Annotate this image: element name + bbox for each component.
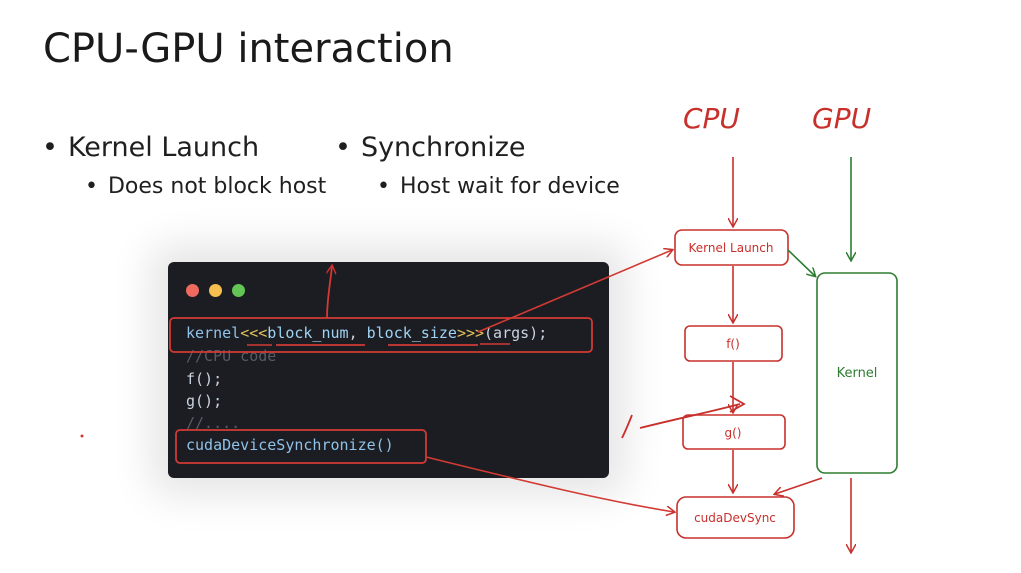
highlight-sync-line (175, 429, 427, 464)
code-token-kernel: kernel (186, 324, 241, 342)
code-token-block-num: block_num (267, 324, 349, 342)
box-g-label: g() (725, 426, 742, 440)
slide-title: CPU-GPU interaction (43, 26, 454, 72)
code-token-close: >>> (456, 324, 485, 342)
code-token-args: (args); (484, 324, 548, 342)
arrow-up-from-kernel (326, 266, 332, 319)
bullet-kernel-launch-sub: • Does not block host (85, 174, 326, 199)
code-token-open: <<< (240, 324, 268, 342)
code-line-kernel-launch: kernel<<<block_num, block_size>>>(args); (186, 324, 547, 342)
box-f-label: f() (726, 337, 740, 351)
arrow-launch-to-kernel (787, 249, 815, 276)
box-kernel-label: Kernel (837, 366, 878, 381)
close-dot-icon (186, 284, 199, 297)
maximize-dot-icon (232, 284, 245, 297)
box-kernel-launch-label: Kernel Launch (689, 241, 774, 255)
code-token-sep: , (348, 324, 367, 342)
bullet-kernel-launch: • Kernel Launch (42, 132, 259, 163)
arrow-kernel-to-launch (477, 250, 672, 333)
gpu-label: GPU (812, 102, 871, 135)
scribble-wait-arrow (621, 395, 746, 439)
code-token-block-size: block_size (366, 324, 457, 342)
box-kernel (816, 272, 898, 474)
code-line-g: g(); (186, 392, 223, 410)
bullet-synchronize-sub-text: Host wait for device (399, 174, 620, 199)
cpu-label: CPU (683, 102, 740, 135)
bullet-dot: • (335, 132, 351, 163)
bullet-dot: • (85, 174, 98, 199)
bullet-synchronize-sub: • Host wait for device (377, 174, 620, 199)
bullet-kernel-launch-sub-text: Does not block host (107, 174, 327, 199)
bullet-dot: • (377, 174, 390, 199)
minimize-dot-icon (209, 284, 222, 297)
arrow-kernel-to-devsync (775, 477, 823, 494)
bullet-synchronize-text: Synchronize (360, 132, 526, 163)
stray-dot (80, 434, 84, 438)
code-line-sync: cudaDeviceSynchronize() (186, 436, 394, 454)
arrow-sync-to-devsync (425, 456, 674, 512)
box-kernel-launch (674, 229, 789, 266)
code-line-comment-dots: //.... (186, 414, 241, 432)
bullet-dot: • (42, 132, 58, 163)
box-cuda-dev-sync-label: cudaDevSync (694, 511, 776, 525)
box-f (684, 325, 783, 362)
bullet-synchronize: • Synchronize (335, 132, 526, 163)
box-cuda-dev-sync (676, 496, 795, 539)
box-g (682, 414, 786, 450)
bullet-kernel-launch-text: Kernel Launch (67, 132, 260, 163)
code-window: kernel<<<block_num, block_size>>>(args);… (168, 262, 609, 478)
highlight-kernel-line (169, 317, 593, 353)
code-line-f: f(); (186, 370, 223, 388)
